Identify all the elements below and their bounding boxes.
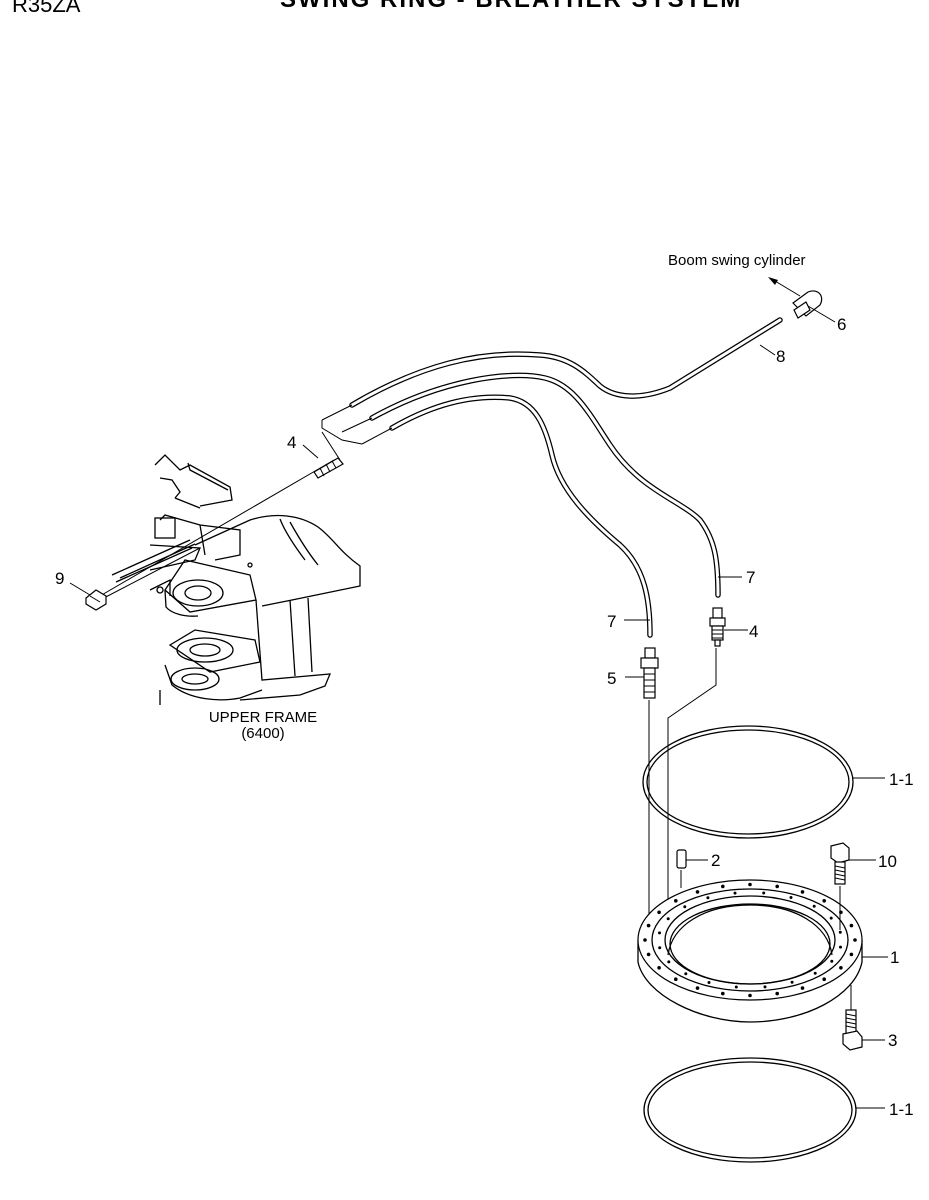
bolt-hole	[695, 890, 700, 894]
callout-7-lower: 7	[607, 612, 616, 631]
swing-bearing-1	[637, 879, 863, 1023]
bolt-hole	[822, 977, 826, 981]
bolt-hole	[667, 960, 671, 964]
callout-4-right: 4	[749, 622, 758, 641]
callout-leaders	[69, 305, 888, 1109]
bolt-hole	[813, 971, 817, 975]
callout-3: 3	[888, 1031, 897, 1050]
bolt-hole	[830, 959, 834, 963]
upper-frame	[111, 454, 361, 705]
callout-2: 2	[711, 851, 720, 870]
bolt-hole	[646, 952, 651, 957]
callout-8: 8	[776, 347, 785, 366]
bolt-hole	[674, 899, 678, 903]
upper-frame-label: UPPER FRAME	[209, 709, 317, 726]
bolt-hole	[763, 985, 767, 989]
callout-1-1-bottom: 1-1	[889, 1100, 914, 1119]
breather-pipes	[321, 317, 783, 638]
elbow-6	[792, 290, 823, 319]
bolt-hole	[748, 882, 752, 887]
bolt-3	[842, 985, 863, 1051]
callout-1: 1	[890, 948, 899, 967]
bolt-hole	[748, 993, 752, 998]
o-ring-top	[642, 725, 854, 839]
bolt-hole	[706, 896, 710, 900]
bolt-hole	[849, 952, 854, 957]
bolt-hole	[829, 916, 833, 920]
fitting-5	[640, 647, 659, 699]
bolt-hole	[789, 896, 793, 899]
callout-5: 5	[607, 669, 616, 688]
bolt-hole	[839, 945, 842, 949]
bolt-hole	[657, 966, 661, 970]
bolt-hole	[790, 980, 794, 984]
callout-1-1-top: 1-1	[889, 770, 914, 789]
bolt-hole	[683, 905, 687, 909]
bolt-hole	[721, 884, 725, 889]
bolt-hole	[853, 938, 857, 942]
bolt-hole	[775, 991, 779, 996]
plug-9	[85, 589, 107, 611]
bolt-hole	[658, 946, 662, 950]
boom-swing-label: Boom swing cylinder	[668, 252, 806, 269]
bolt-hole	[684, 972, 688, 976]
callout-7-upper: 7	[746, 568, 755, 587]
bolt-hole	[643, 938, 647, 942]
bolt-hole	[849, 923, 854, 928]
fitting-4-right	[709, 607, 726, 647]
bolt-hole	[657, 910, 661, 915]
model-code: R35ZA	[12, 0, 81, 17]
bolt-hole	[800, 890, 805, 894]
callout-10: 10	[878, 852, 897, 871]
bolt-hole	[646, 923, 651, 928]
o-ring-bottom	[643, 1057, 857, 1163]
bolt-hole	[839, 966, 843, 970]
bolt-hole	[762, 891, 766, 895]
bolt-hole	[674, 977, 678, 981]
bolt-hole	[822, 899, 826, 903]
bolt-hole	[695, 986, 700, 990]
bolt-hole	[707, 981, 711, 984]
callout-4-left: 4	[287, 433, 296, 452]
page-title: SWING RING - BREATHER SYSTEM	[280, 0, 742, 14]
bolt-hole	[800, 986, 805, 990]
bolt-hole	[733, 891, 737, 895]
bolt-10	[830, 842, 850, 930]
bolt-hole	[666, 917, 670, 921]
bolt-hole	[734, 985, 738, 989]
pin-2	[676, 849, 687, 888]
bolt-hole	[838, 930, 842, 934]
fitting-4-left	[313, 457, 344, 479]
bolt-hole	[775, 884, 779, 889]
bolt-hole	[721, 991, 725, 996]
callout-9: 9	[55, 569, 64, 588]
callout-6: 6	[837, 315, 846, 334]
bolt-hole	[658, 931, 661, 935]
upper-frame-ref: (6400)	[241, 725, 284, 742]
bolt-hole	[812, 904, 816, 908]
